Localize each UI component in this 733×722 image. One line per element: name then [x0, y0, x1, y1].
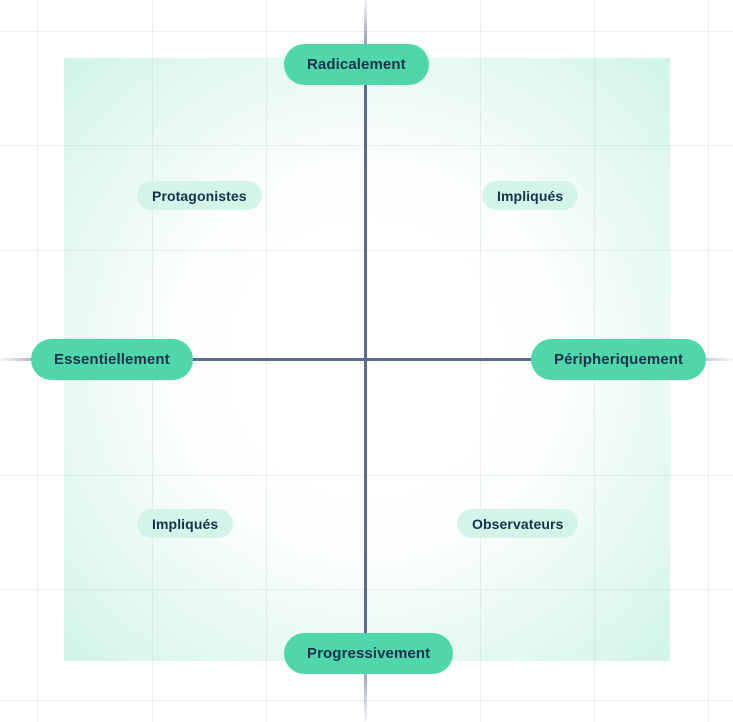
horizontal-axis-line [0, 358, 733, 361]
plate-grid-horizontal [64, 145, 670, 146]
quadrant-label-bottom-right[interactable]: Observateurs [457, 509, 579, 538]
plate-grid-horizontal [64, 475, 670, 476]
plate-grid-horizontal [64, 250, 670, 251]
vertical-axis-line [364, 0, 367, 722]
axis-label-top[interactable]: Radicalement [284, 44, 429, 85]
grid-line-vertical [708, 0, 709, 722]
quadrant-label-bottom-left[interactable]: Impliqués [137, 509, 234, 538]
quadrant-label-top-right[interactable]: Impliqués [482, 181, 579, 210]
axis-label-right[interactable]: Péripheriquement [531, 339, 707, 380]
axis-label-left[interactable]: Essentiellement [31, 339, 193, 380]
quadrant-label-top-left[interactable]: Protagonistes [137, 181, 262, 210]
axis-label-bottom[interactable]: Progressivement [284, 633, 454, 674]
plate-grid-horizontal [64, 589, 670, 590]
